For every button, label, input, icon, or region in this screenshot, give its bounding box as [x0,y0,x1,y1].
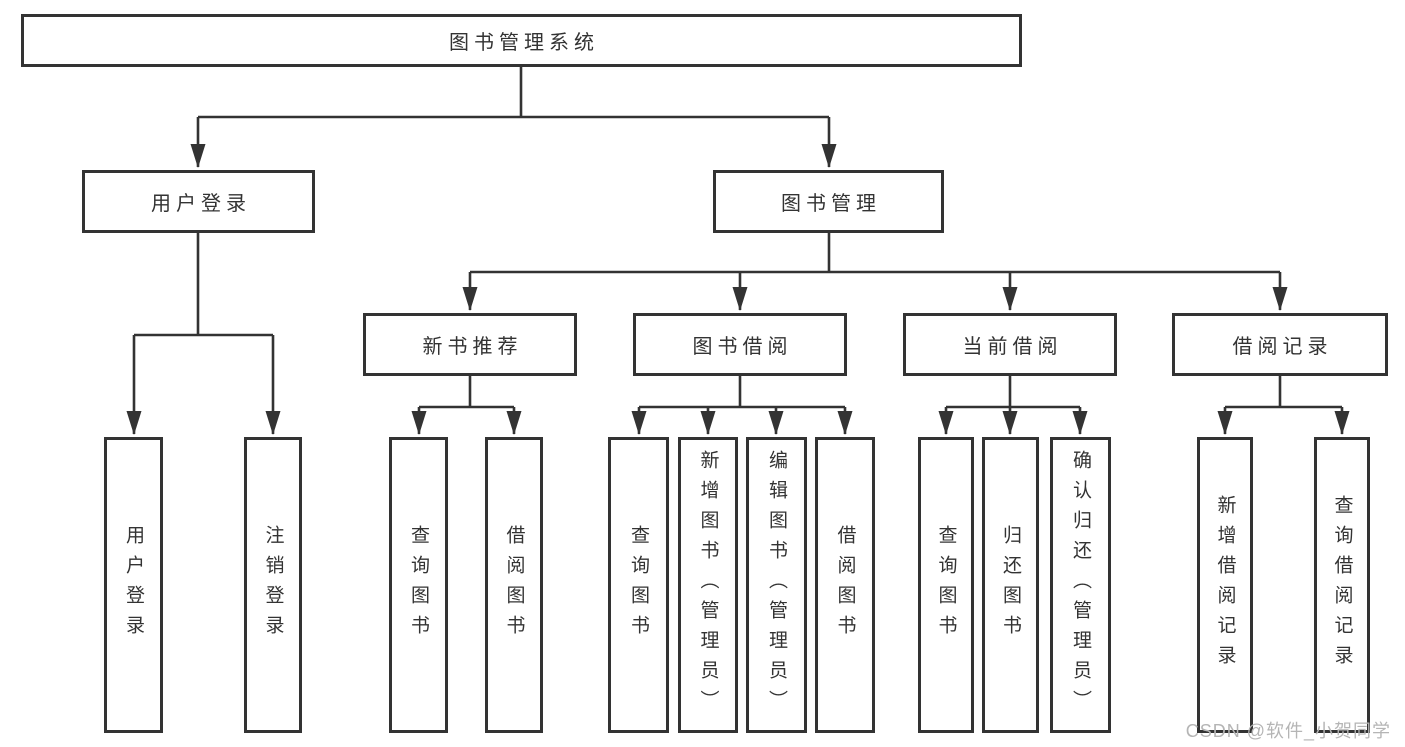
leaf-label: 新增图书（管理员） [697,450,719,720]
leaf-label: 借阅图书 [503,525,525,645]
leaf-label: 查询图书 [935,525,957,645]
leaf-label: 借阅图书 [834,525,856,645]
node-new-book-recommendation: 新书推荐 [363,313,577,376]
leaf-user-login: 用户登录 [104,437,163,733]
leaf-label: 新增借阅记录 [1214,495,1236,675]
leaf-label: 用户登录 [123,525,144,645]
leaf-borrow-book: 借阅图书 [815,437,875,733]
leaf-edit-book-admin: 编辑图书（管理员） [746,437,807,733]
node-library-management-system: 图书管理系统 [21,14,1022,67]
leaf-query-books-current: 查询图书 [918,437,974,733]
leaf-logout: 注销登录 [244,437,302,733]
node-book-management: 图书管理 [713,170,944,233]
leaf-label: 注销登录 [262,525,284,645]
leaf-label: 查询借阅记录 [1331,495,1353,675]
leaf-borrow-books-recommend: 借阅图书 [485,437,543,733]
leaf-label: 归还图书 [1000,525,1021,645]
leaf-query-books-borrow: 查询图书 [608,437,669,733]
leaf-label: 编辑图书（管理员） [766,450,787,720]
node-user-login: 用户登录 [82,170,315,233]
leaf-add-borrow-record: 新增借阅记录 [1197,437,1253,733]
leaf-query-books-recommend: 查询图书 [389,437,448,733]
leaf-add-book-admin: 新增图书（管理员） [678,437,738,733]
node-book-borrowing: 图书借阅 [633,313,847,376]
node-current-borrowing: 当前借阅 [903,313,1117,376]
leaf-query-borrow-record: 查询借阅记录 [1314,437,1370,733]
leaf-confirm-return-admin: 确认归还（管理员） [1050,437,1111,733]
node-borrowing-records: 借阅记录 [1172,313,1388,376]
leaf-label: 查询图书 [408,525,429,645]
leaf-return-book: 归还图书 [982,437,1039,733]
leaf-label: 查询图书 [628,525,649,645]
leaf-label: 确认归还（管理员） [1070,450,1091,720]
csdn-watermark: CSDN @软件_小贺同学 [1185,721,1391,741]
